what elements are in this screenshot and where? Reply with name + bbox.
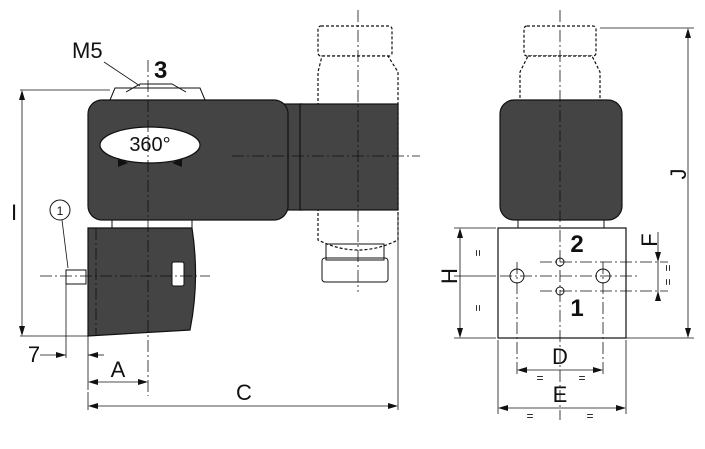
dim-7-arrow-right: [88, 352, 98, 358]
rotation-ellipse: [99, 126, 201, 164]
dim-E-arrow-left: [498, 405, 508, 411]
circle-ref-leader: [61, 219, 69, 269]
dimension-J: J: [600, 27, 694, 339]
dim-I-arrow-bottom: [19, 326, 25, 336]
dimension-C: C: [87, 212, 399, 410]
circle-ref: 1: [49, 199, 71, 269]
dim-I-arrow-top: [19, 90, 25, 100]
dim-7-label: 7: [28, 342, 40, 367]
dimension-7: 7: [28, 284, 104, 390]
dim-D-eq-left: =: [536, 371, 543, 385]
dim-C-arrow-left: [88, 403, 98, 409]
front-view: 2 1: [497, 10, 668, 420]
dimension-D: D = =: [517, 344, 603, 385]
dim-A-arrow-right: [138, 379, 148, 385]
circle-ref-ring: [49, 199, 71, 221]
dim-E-eq-left: =: [526, 409, 533, 423]
dim-H-label: H: [437, 268, 462, 284]
side-plug-window: [171, 261, 185, 287]
dim-E-arrow-right: [616, 405, 626, 411]
side-plug-neck: [111, 219, 193, 229]
port-in-label: 1: [570, 295, 583, 322]
dim-H-eq-top: =: [471, 249, 485, 256]
dimension-F: F = =: [637, 232, 675, 301]
side-bottom-nut: [321, 257, 389, 283]
port-exhaust-label: 3: [154, 57, 167, 84]
rotation-arrow-left: [118, 158, 128, 167]
dim-I-label: I: [11, 200, 17, 225]
dim-J-arrow-top: [685, 28, 691, 38]
dimension-I: I: [11, 89, 110, 337]
front-coil-base: [517, 219, 605, 229]
side-clip-top: [125, 83, 187, 93]
dim-A-label: A: [111, 357, 126, 382]
dim-F-arrow-top: [655, 252, 661, 262]
dim-F-eq-bottom: =: [661, 278, 675, 285]
dim-F-label: F: [637, 233, 662, 246]
dim-H-arrow-top: [457, 228, 463, 238]
rotation-arrow-right: [172, 158, 182, 167]
dim-H-eq-bottom: =: [471, 304, 485, 311]
thread-callout: M5 3: [72, 38, 167, 87]
side-clip: [109, 87, 206, 101]
dim-D-arrow-right: [593, 367, 603, 373]
dim-D-arrow-left: [517, 367, 527, 373]
port-out-label: 2: [570, 231, 583, 258]
dimension-A: A: [88, 357, 148, 385]
circle-ref-label: 1: [57, 204, 64, 218]
dim-7-arrow-left: [56, 352, 66, 358]
thread-leader: [103, 61, 141, 87]
side-coil-right: [299, 103, 399, 211]
dim-C-label: C: [236, 380, 252, 405]
dim-J-arrow-bottom: [685, 328, 691, 338]
front-coil: [499, 99, 623, 221]
dimension-H: H = =: [437, 227, 496, 339]
dim-F-eq-top: =: [661, 264, 675, 271]
dim-F-arrow-bottom: [655, 291, 661, 301]
dim-J-label: J: [666, 169, 691, 180]
side-cap-knurl: [317, 25, 393, 57]
side-view: 360°: [40, 10, 420, 396]
dim-E-label: E: [553, 382, 568, 407]
side-cable-gland: [65, 269, 87, 285]
side-plug: [87, 227, 197, 337]
dim-A-arrow-left: [88, 379, 98, 385]
dim-D-label: D: [552, 344, 568, 369]
rotation-label: 360°: [129, 134, 170, 156]
dim-D-eq-right: =: [578, 371, 585, 385]
dim-E-eq-right: =: [586, 409, 593, 423]
thread-label: M5: [72, 38, 103, 63]
side-nut-collar: [325, 243, 385, 261]
dimension-E: E = =: [497, 340, 627, 423]
dim-H-arrow-bottom: [457, 328, 463, 338]
dim-C-arrow-right: [388, 403, 398, 409]
